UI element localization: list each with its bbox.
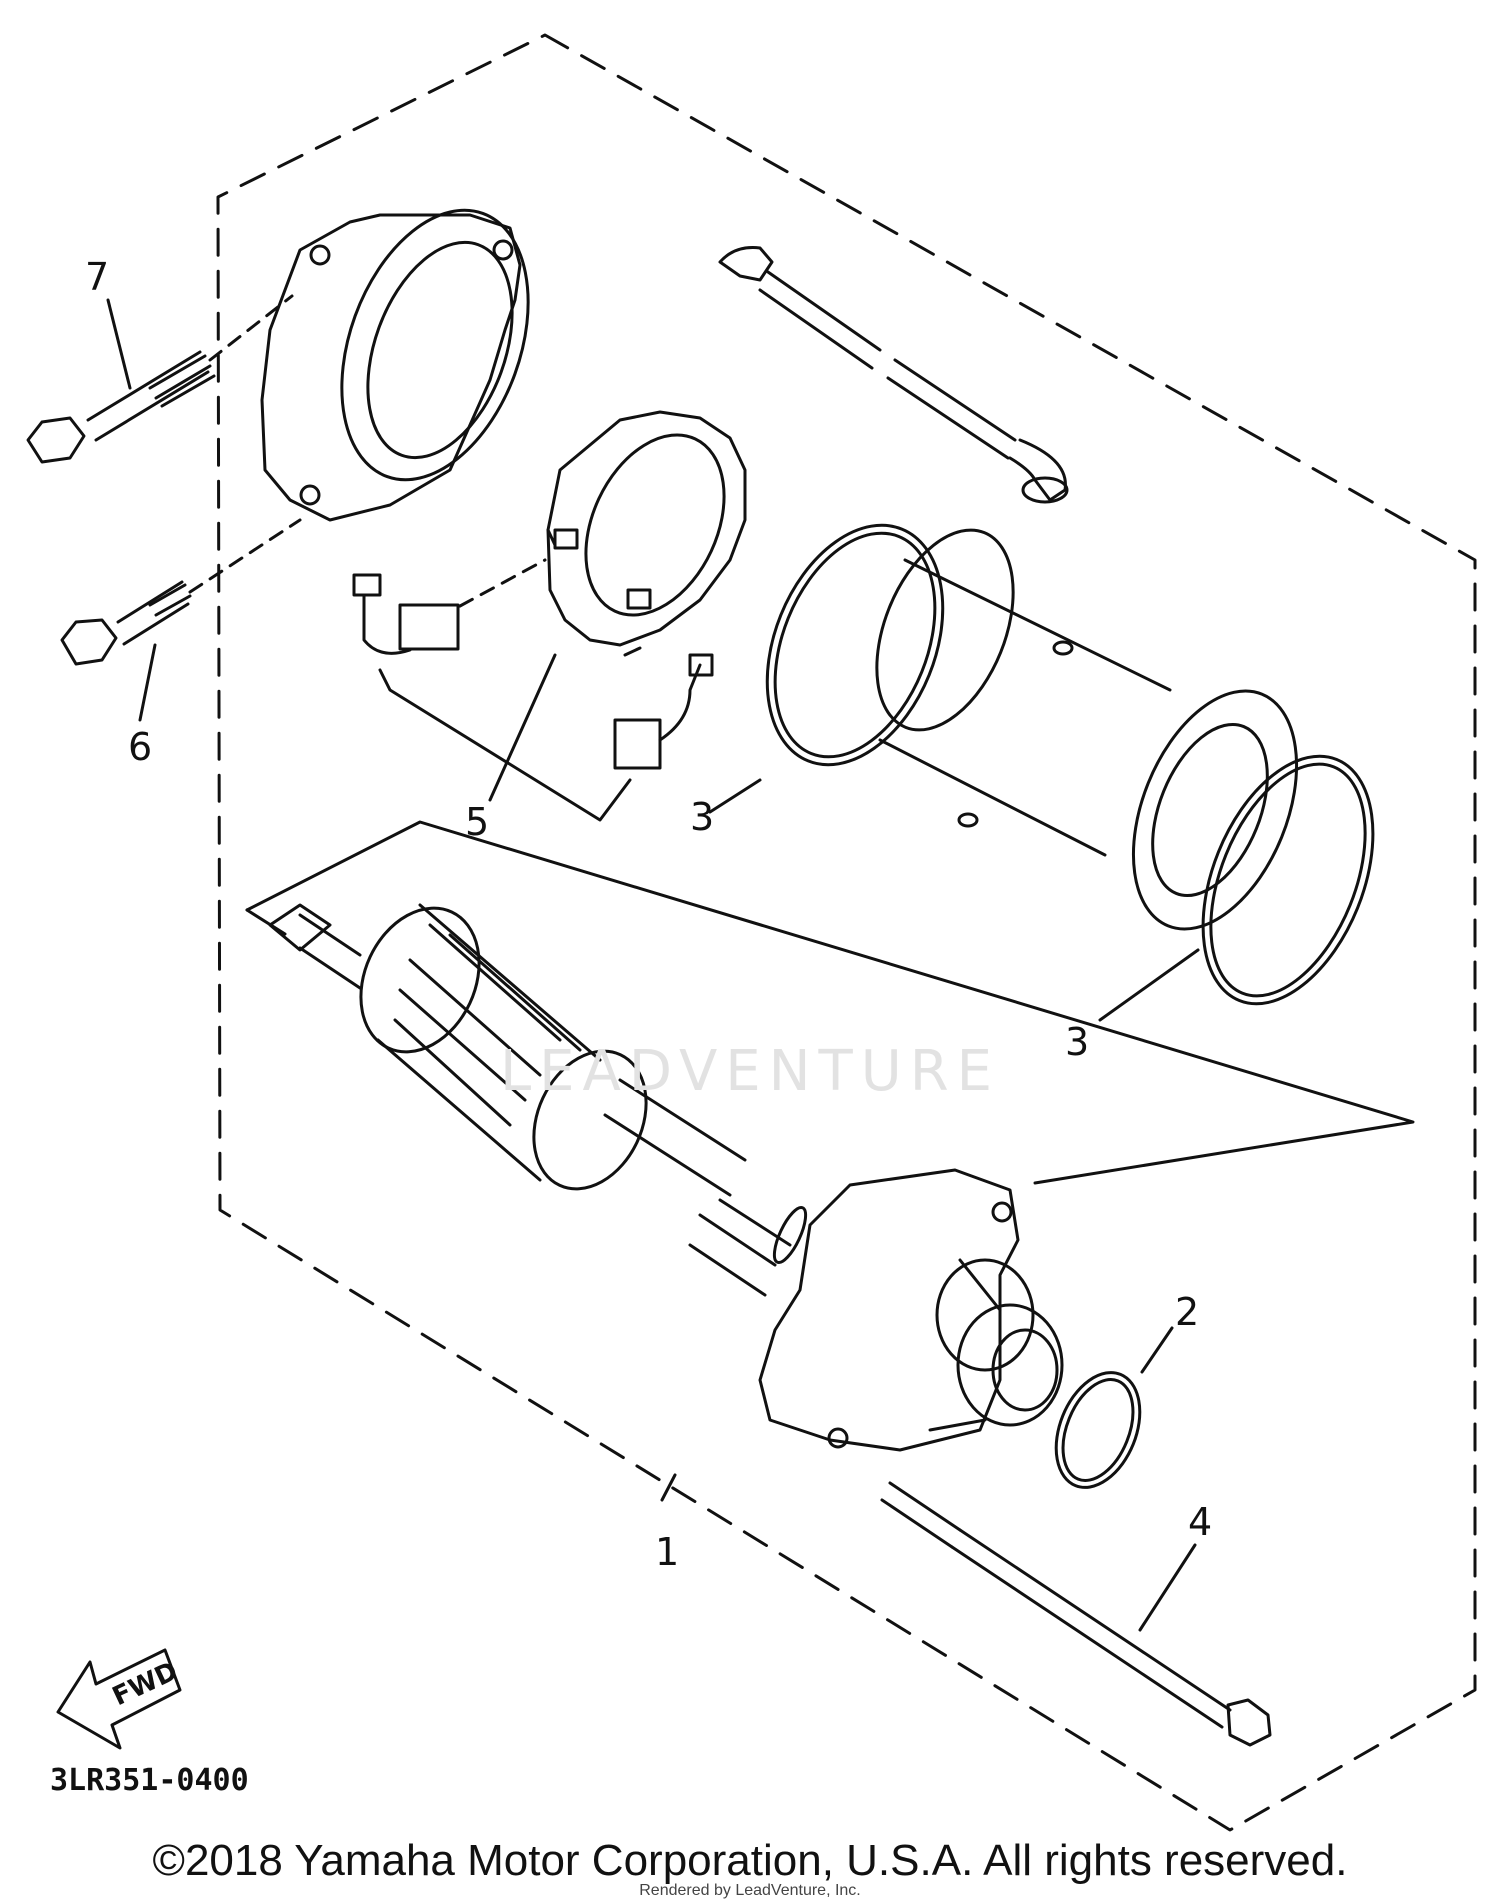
copyright-notice: ©2018 Yamaha Motor Corporation, U.S.A. A… <box>152 1836 1348 1885</box>
yoke-housing <box>875 528 1299 931</box>
callout-1: 1 <box>655 1530 679 1574</box>
assembly-boundary <box>216 33 1477 1832</box>
callout-bracket-5 <box>378 668 632 822</box>
armature-bracket <box>245 820 1415 1185</box>
callout-7: 7 <box>85 255 109 299</box>
callout-2: 2 <box>1175 1290 1199 1334</box>
brush-lower <box>613 653 714 770</box>
callout-3-lower: 3 <box>1065 1020 1089 1064</box>
brush-holder-plate <box>546 410 747 657</box>
o-ring-upper <box>765 523 945 767</box>
rendered-by-note: Rendered by LeadVenture, Inc. <box>639 1882 861 1899</box>
fwd-arrow-icon <box>56 1648 182 1750</box>
front-cover <box>758 1168 1064 1452</box>
lead-wire <box>718 246 1069 504</box>
armature <box>268 903 808 1297</box>
through-bolt-4 <box>880 1481 1272 1747</box>
o-ring-lower <box>1201 754 1375 1006</box>
callout-3-upper: 3 <box>690 795 714 839</box>
watermark: LEADVENTURE <box>500 1039 1000 1104</box>
callout-6: 6 <box>128 725 152 769</box>
callout-4: 4 <box>1188 1500 1212 1544</box>
o-ring-2 <box>1054 1371 1142 1489</box>
brush-left <box>352 558 547 655</box>
rear-cover <box>260 208 530 522</box>
fwd-label: FWD <box>108 1656 182 1712</box>
bolt-7 <box>26 294 294 464</box>
callout-5: 5 <box>465 800 489 844</box>
bolt-6 <box>60 518 302 666</box>
drawing-code: 3LR351-0400 <box>50 1763 249 1798</box>
